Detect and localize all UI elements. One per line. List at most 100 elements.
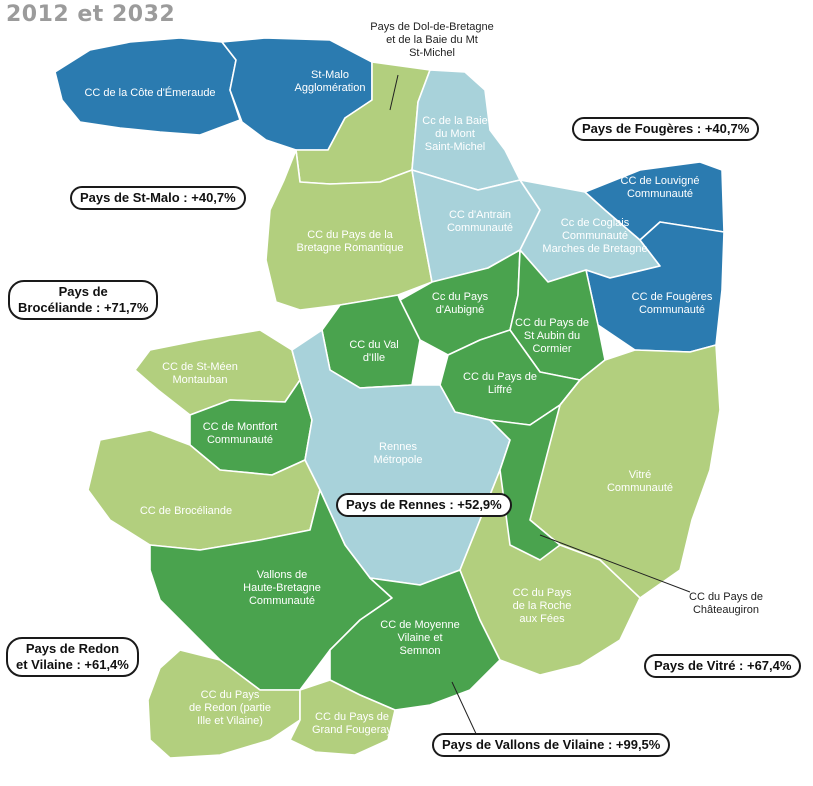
region-grand-fougeray[interactable]: [289, 679, 396, 756]
region-label-line: CC du Pays de: [515, 317, 589, 329]
pays-fougeres-label: Pays de Fougères : +40,7%: [582, 121, 750, 136]
pays-broceliande-label-line1: Pays de: [58, 284, 108, 299]
region-label-line: Vitré: [629, 469, 651, 481]
pays-st-malo-label: Pays de St-Malo : +40,7%: [80, 190, 236, 205]
region-redon-cc[interactable]: [147, 649, 301, 759]
region-label-line: CC de Montfort: [203, 421, 278, 433]
pays-rennes-label: Pays de Rennes : +52,9%: [346, 497, 502, 512]
region-label-line: CC de St-Méen: [162, 361, 238, 373]
map-title: 2012 et 2032: [6, 2, 176, 27]
region-label-line: Métropole: [374, 454, 423, 466]
region-label-line: aux Fées: [519, 613, 565, 625]
leader-line-vallons: [451, 681, 479, 739]
region-label-line: et de la Baie du Mt: [386, 34, 478, 46]
region-label-line: Vilaine et: [397, 632, 442, 644]
region-label-line: Pays de Dol-de-Bretagne: [370, 21, 494, 33]
region-label-broceliande-cc: CC de Brocéliande: [140, 505, 232, 517]
region-label-line: Communauté: [562, 230, 628, 242]
region-label-line: CC de la Côte d'Émeraude: [84, 86, 215, 99]
region-label-line: Marches de Bretagne: [542, 243, 647, 255]
region-label-line: CC du Pays: [513, 587, 572, 599]
region-label-line: CC du Val: [349, 339, 398, 351]
region-label-cote-emeraude: CC de la Côte d'Émeraude: [84, 86, 215, 99]
leader-line-dol: [389, 74, 399, 111]
region-label-line: Saint-Michel: [425, 141, 486, 153]
region-label-line: CC de Louvigné: [621, 175, 700, 187]
pays-vallons-label: Pays de Vallons de Vilaine : +99,5%: [442, 737, 661, 752]
region-label-line: de la Roche: [513, 600, 572, 612]
region-label-line: Semnon: [400, 645, 441, 657]
region-label-line: CC du Pays de la: [307, 229, 393, 241]
region-label-line: Grand Fougeray: [312, 724, 393, 736]
region-label-line: CC du Pays de: [315, 711, 389, 723]
region-label-line: Communauté: [249, 595, 315, 607]
region-label-line: Châteaugiron: [693, 604, 759, 616]
region-label-line: d'Aubigné: [436, 304, 485, 316]
region-label-line: Communauté: [447, 222, 513, 234]
pays-broceliande-label-line2: Brocéliande : +71,7%: [18, 300, 149, 315]
region-label-line: Agglomération: [295, 82, 366, 94]
leader-line-chateaugiron: [539, 534, 691, 593]
pays-redon-label-line2: et Vilaine : +61,4%: [16, 657, 129, 672]
region-label-line: Vallons de: [257, 569, 308, 581]
region-label-line: CC du Pays de: [463, 371, 537, 383]
pays-rennes-badge: Pays de Rennes : +52,9%: [336, 493, 512, 517]
region-label-line: Communauté: [627, 188, 693, 200]
region-label-line: Cc du Pays: [432, 291, 489, 303]
region-label-line: Montauban: [172, 374, 227, 386]
region-label-line: Cc de Coglais: [561, 217, 630, 229]
region-label-line: Cormier: [532, 343, 571, 355]
region-label-line: Rennes: [379, 441, 417, 453]
region-label-line: Haute-Bretagne: [243, 582, 321, 594]
region-label-line: St-Malo: [311, 69, 349, 81]
region-label-line: Communauté: [207, 434, 273, 446]
pays-fougeres-badge: Pays de Fougères : +40,7%: [572, 117, 760, 141]
region-label-line: CC de Moyenne: [380, 619, 460, 631]
region-label-line: St Aubin du: [524, 330, 580, 342]
region-label-line: Bretagne Romantique: [296, 242, 403, 254]
region-label-line: Communauté: [607, 482, 673, 494]
pays-vallons-badge: Pays de Vallons de Vilaine : +99,5%: [432, 733, 671, 757]
region-chateaugiron[interactable]: [489, 379, 581, 561]
region-label-line: Cc de la Baie: [422, 115, 487, 127]
region-label-line: St-Michel: [409, 47, 455, 59]
region-label-line: CC de Fougères: [632, 291, 713, 303]
pays-st-malo-badge: Pays de St-Malo : +40,7%: [70, 186, 246, 210]
pays-redon-label-line1: Pays de Redon: [25, 641, 120, 656]
region-label-line: de Redon (partie: [189, 702, 271, 714]
region-label-line: Communauté: [639, 304, 705, 316]
pays-redon-badge: Pays de Redon et Vilaine : +61,4%: [6, 637, 139, 677]
region-label-line: Liffré: [488, 384, 512, 396]
region-label-line: Ille et Vilaine): [197, 715, 263, 727]
region-label-line: CC de Brocéliande: [140, 505, 232, 517]
region-label-line: CC du Pays de: [689, 591, 763, 603]
region-label-line: d'Ille: [363, 352, 385, 364]
pays-vitre-label: Pays de Vitré : +67,4%: [654, 658, 792, 673]
region-label-line: CC du Pays: [201, 689, 260, 701]
pays-broceliande-badge: Pays de Brocéliande : +71,7%: [8, 280, 159, 320]
pays-vitre-badge: Pays de Vitré : +67,4%: [644, 654, 802, 678]
region-label-line: CC d'Antrain: [449, 209, 511, 221]
